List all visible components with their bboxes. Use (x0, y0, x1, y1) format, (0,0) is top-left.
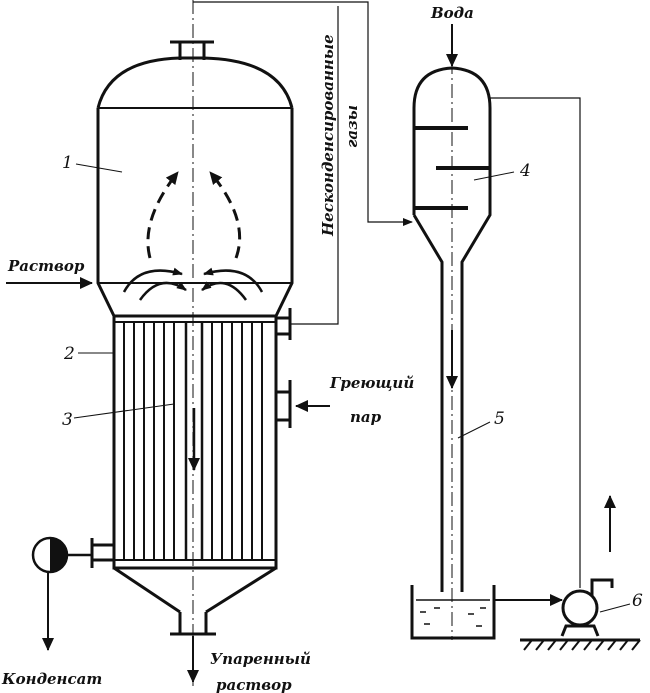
product-label-line1: Упаренный (210, 650, 311, 668)
separator-dome (96, 56, 294, 109)
product-label-line2: раствор (216, 676, 292, 693)
condenser-baffles (414, 126, 490, 210)
vacuum-line (490, 97, 581, 588)
gases-label-line1: Несконденсированные (319, 34, 337, 237)
callout-2: 2 (63, 344, 75, 364)
water-label: Вода (430, 4, 474, 22)
callout-5: 5 (494, 409, 505, 429)
heating-tubes (123, 322, 263, 560)
solution-label: Раствор (7, 257, 85, 275)
bottom-cone (113, 566, 277, 614)
pump-base (520, 638, 641, 651)
evaporator (90, 40, 294, 636)
leader-lines (73, 163, 631, 613)
vacuum-pump (560, 578, 614, 637)
gases-label-line2: газы (343, 105, 361, 148)
callout-1: 1 (62, 153, 73, 173)
steam-label-line1: Греющий (329, 374, 414, 392)
hot-well-tank (410, 585, 496, 640)
noncondensed-gas-line (290, 6, 339, 325)
callout-4: 4 (519, 161, 531, 181)
callout-6: 6 (632, 591, 643, 611)
circulation-arrows (122, 171, 264, 301)
callout-3: 3 (62, 410, 73, 430)
condensate-nozzle (90, 538, 114, 568)
steam-inlet-nozzle (276, 380, 292, 428)
condensate-label: Конденсат (1, 670, 102, 688)
heating-chamber-shell (112, 314, 278, 570)
condensate-trap (31, 536, 92, 651)
steam-label-line2: пар (350, 408, 382, 426)
gas-line (193, 1, 413, 226)
